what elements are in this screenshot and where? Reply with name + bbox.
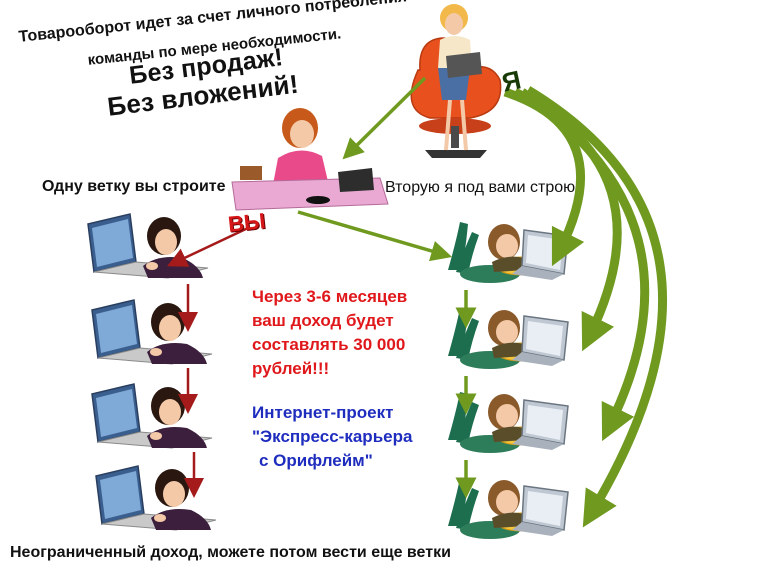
income-line-4: рублей!!! bbox=[252, 359, 330, 378]
left-branch-label: Одну ветку вы строите bbox=[42, 178, 226, 195]
left-branch bbox=[87, 213, 217, 531]
arrow-leader-to-you bbox=[342, 76, 427, 160]
project-line-3: с Орифлейм" bbox=[259, 451, 373, 470]
green-arrows bbox=[297, 76, 668, 528]
arrow-you-to-left bbox=[166, 226, 249, 267]
project-line-2: "Экспресс-карьера bbox=[252, 427, 413, 446]
red-arrows bbox=[166, 226, 249, 498]
income-line-3: составлять 30 000 bbox=[252, 335, 406, 354]
right-member-1 bbox=[447, 221, 569, 284]
income-line-1: Через 3-6 месяцев bbox=[252, 287, 408, 306]
left-member-4 bbox=[95, 465, 217, 531]
footer-text: Неограниченный доход, можете потом вести… bbox=[10, 544, 451, 561]
leader-illustration bbox=[410, 4, 502, 158]
left-member-1 bbox=[87, 213, 209, 279]
you-label: ВЫ bbox=[226, 208, 267, 237]
arrow-you-to-right bbox=[297, 210, 453, 262]
arrow-leader-to-right-3 bbox=[519, 88, 650, 442]
arrow-leader-to-right-4 bbox=[525, 86, 668, 528]
income-message: Через 3-6 месяцев ваш доход будет состав… bbox=[252, 285, 452, 381]
income-line-2: ваш доход будет bbox=[252, 311, 394, 330]
you-illustration bbox=[231, 108, 389, 211]
project-line-1: Интернет-проект bbox=[252, 403, 394, 422]
left-member-2 bbox=[91, 299, 213, 365]
right-branch-label: Вторую я под вами строю bbox=[385, 179, 576, 196]
project-title: Интернет-проект "Экспресс-карьера с Ориф… bbox=[252, 401, 412, 473]
left-member-3 bbox=[91, 383, 213, 449]
